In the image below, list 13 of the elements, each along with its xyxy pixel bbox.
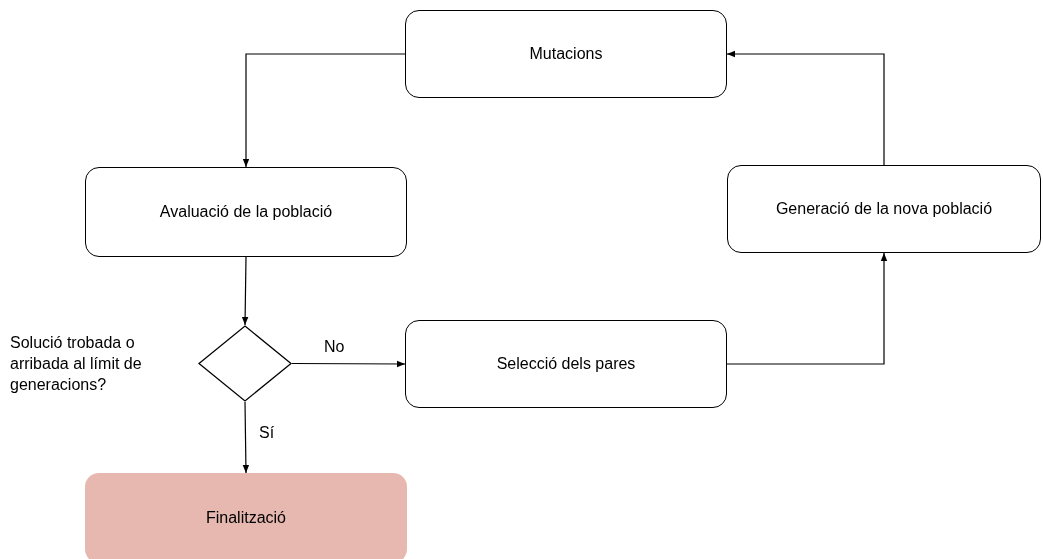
terminal-box: Finalització (85, 473, 407, 559)
arrow (242, 53, 406, 168)
process-box: Generació de la nova població (727, 165, 1041, 253)
process-box: Mutacions (405, 10, 727, 98)
decision-question: Solució trobada o arribada al límit de generacions? (10, 333, 143, 395)
arrow (726, 252, 888, 365)
process-box: Selecció dels pares (405, 320, 727, 408)
arrow (726, 50, 885, 166)
decision-diamond (198, 325, 292, 402)
arrow (291, 360, 406, 368)
arrow (241, 256, 249, 326)
process-box: Avaluació de la població (85, 167, 407, 257)
arrow (242, 401, 250, 474)
